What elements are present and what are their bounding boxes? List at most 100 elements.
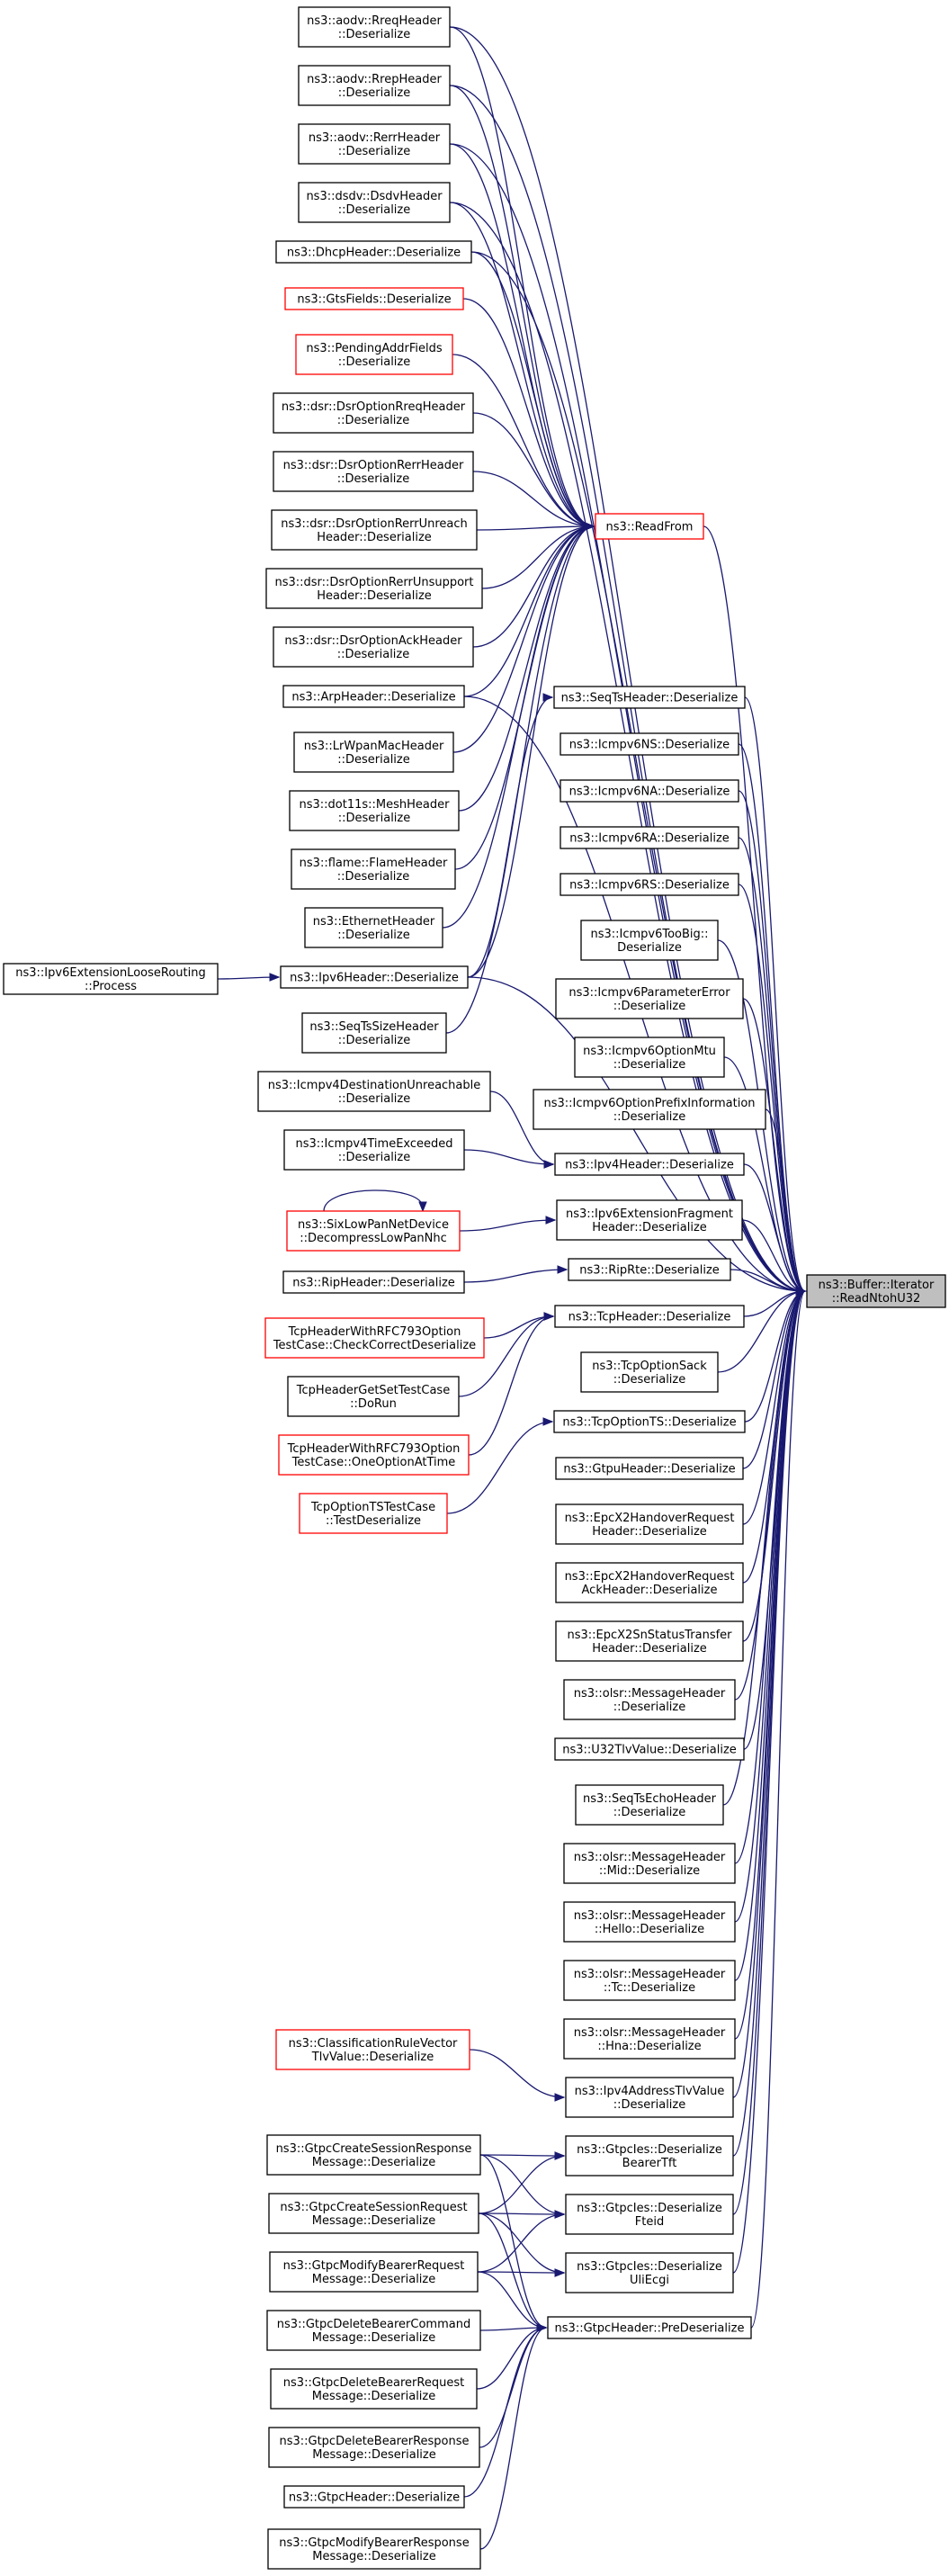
node-ns3-ipv4header-deserialize[interactable]: ns3::Ipv4Header::Deserialize [554,1153,745,1176]
node-label-line: ns3::EpcX2HandoverRequest [565,1570,735,1584]
node-ns3-pendingaddrfields-deserialize[interactable]: ns3::PendingAddrFields::Deserialize [295,334,453,375]
node-ns3-lrwpanmacheader-deserialize[interactable]: ns3::LrWpanMacHeader::Deserialize [293,732,454,773]
node-label-line: ns3::GtpcModifyBearerRequest [283,2259,465,2273]
node-ns3-dsr-dsroptionackheader-deserialize[interactable]: ns3::dsr::DsrOptionAckHeader::Deserializ… [273,626,474,668]
node-label-line: ns3::RipRte::Deserialize [579,1264,720,1278]
node-box [563,2018,736,2060]
node-ns3-epcx2snstatustransfer-header-deserialize[interactable]: ns3::EpcX2SnStatusTransferHeader::Deseri… [555,1620,744,1662]
node-ns3-dsdv-dsdvheader-deserialize[interactable]: ns3::dsdv::DsdvHeader::Deserialize [298,182,451,223]
node-ns3-olsr-messageheader-hello-deserialize[interactable]: ns3::olsr::MessageHeader::Hello::Deseria… [563,1901,736,1943]
node-ns3-icmpv6parametererror-deserialize[interactable]: ns3::Icmpv6ParameterError::Deserialize [555,978,744,1019]
node-ns3-icmpv6rs-deserialize[interactable]: ns3::Icmpv6RS::Deserialize [560,873,739,896]
node-ns3-gtpcdeletebearercommand-message-deserialize[interactable]: ns3::GtpcDeleteBearerCommandMessage::Des… [266,2310,481,2351]
node-ns3-olsr-messageheader-deserialize[interactable]: ns3::olsr::MessageHeader::Deserialize [563,1679,736,1720]
node-ns3-riprte-deserialize[interactable]: ns3::RipRte::Deserialize [568,1258,731,1281]
node-ns3-seqtssizeheader-deserialize[interactable]: ns3::SeqTsSizeHeader::Deserialize [301,1012,447,1054]
node-ns3-ipv6header-deserialize[interactable]: ns3::Ipv6Header::Deserialize [280,965,469,989]
node-label-line: TestCase::CheckCorrectDeserialize [273,1339,476,1352]
node-ns3-icmpv6optionprefixinformation-deserialize[interactable]: ns3::Icmpv6OptionPrefixInformation::Dese… [533,1089,766,1130]
edge-n14-to-m1 [452,522,595,753]
node-ns3-gtpcheader-deserialize[interactable]: ns3::GtpcHeader::Deserialize [283,2485,465,2509]
node-label-line: ns3::dsr::DsrOptionRerrUnsupport [274,576,473,589]
node-ns3-gtpccreatesessionrequest-message-deserialize[interactable]: ns3::GtpcCreateSessionRequestMessage::De… [268,2193,479,2234]
node-ns3-gtpuheader-deserialize[interactable]: ns3::GtpuHeader::Deserialize [555,1457,744,1480]
node-box [580,920,719,961]
node-ns3-classificationrulevector-tlvvalue-deserialize[interactable]: ns3::ClassificationRuleVectorTlvValue::D… [275,2029,470,2070]
node-label-line: ::Deserialize [613,1058,686,1072]
node-ns3-icmpv6ns-deserialize[interactable]: ns3::Icmpv6NS::Deserialize [560,732,739,756]
node-box [563,1843,736,1884]
node-ns3-icmpv6na-deserialize[interactable]: ns3::Icmpv6NA::Deserialize [560,779,739,803]
node-ns3-ipv6extensionlooserouting-process[interactable]: ns3::Ipv6ExtensionLooseRouting::Process [3,963,219,995]
node-tcpheadergetsettestcase-dorun[interactable]: TcpHeaderGetSetTestCase::DoRun [287,1376,460,1417]
node-ns3-seqtsechoheader-deserialize[interactable]: ns3::SeqTsEchoHeader::Deserialize [575,1784,724,1826]
node-ns3-icmpv6toobig-deserialize[interactable]: ns3::Icmpv6TooBig::Deserialize [580,920,719,961]
node-ns3-dhcpheader-deserialize[interactable]: ns3::DhcpHeader::Deserialize [275,240,472,264]
edge-n23-to-n23 [323,1189,427,1213]
node-ns3-epcx2handoverrequest-header-deserialize[interactable]: ns3::EpcX2HandoverRequestHeader::Deseria… [555,1503,744,1545]
node-box [304,907,443,948]
node-label-line: ns3::GtpcIes::Deserialize [577,2260,722,2274]
node-ns3-flame-flameheader-deserialize[interactable]: ns3::flame::FlameHeader::Deserialize [291,848,456,890]
node-ns3-dsr-dsroptionrerrunsupport-header-deserialize[interactable]: ns3::dsr::DsrOptionRerrUnsupportHeader::… [265,568,483,609]
node-label-line: ::TestDeserialize [326,1514,421,1528]
node-ns3-ipv4addresstlvvalue-deserialize[interactable]: ns3::Ipv4AddressTlvValue::Deserialize [565,2077,734,2118]
node-ns3-sixlowpannetdevice-decompresslowpannhc[interactable]: ns3::SixLowPanNetDevice::DecompressLowPa… [286,1210,461,1252]
node-tcpoptiontstestcase-testdeserialize[interactable]: TcpOptionTSTestCase::TestDeserialize [299,1493,448,1534]
node-ns3-olsr-messageheader-tc-deserialize[interactable]: ns3::olsr::MessageHeader::Tc::Deserializ… [563,1960,736,2001]
node-ns3-dot11s-meshheader-deserialize[interactable]: ns3::dot11s::MeshHeader::Deserialize [289,790,460,831]
node-label-line: ns3::EpcX2HandoverRequest [565,1512,735,1525]
node-ns3-gtpcmodifybearerrequest-message-deserialize[interactable]: ns3::GtpcModifyBearerRequestMessage::Des… [269,2251,479,2293]
node-label-line: ::Deserialize [338,28,411,41]
node-ns3-ethernetheader-deserialize[interactable]: ns3::EthernetHeader::Deserialize [304,907,443,948]
node-ns3-icmpv4timeexceeded-deserialize[interactable]: ns3::Icmpv4TimeExceeded::Deserialize [283,1129,465,1171]
node-box [269,2251,479,2293]
node-ns3-gtpccreatesessionresponse-message-deserialize[interactable]: ns3::GtpcCreateSessionResponseMessage::D… [266,2134,481,2176]
node-ns3-ipv6extensionfragment-header-deserialize[interactable]: ns3::Ipv6ExtensionFragmentHeader::Deseri… [556,1199,743,1241]
node-ns3-icmpv6optionmtu-deserialize[interactable]: ns3::Icmpv6OptionMtu::Deserialize [574,1037,725,1078]
node-box [554,1305,745,1328]
node-label-line: ::Deserialize [613,1373,686,1387]
node-box [270,2368,478,2410]
node-ns3-epcx2handoverrequest-ackheader-deserialize[interactable]: ns3::EpcX2HandoverRequestAckHeader::Dese… [555,1562,744,1603]
node-ns3-aodv-rrepheader-deserialize[interactable]: ns3::aodv::RrepHeader::Deserialize [298,65,451,106]
node-tcpheaderwithrfc793option-testcase-oneoptionattime[interactable]: TcpHeaderWithRFC793OptionTestCase::OneOp… [278,1434,470,1476]
node-box [267,2528,481,2570]
node-box [565,2252,734,2293]
node-ns3-aodv-rerrheader-deserialize[interactable]: ns3::aodv::RerrHeader::Deserialize [298,123,451,165]
node-ns3-olsr-messageheader-hna-deserialize[interactable]: ns3::olsr::MessageHeader::Hna::Deseriali… [563,2018,736,2060]
node-ns3-dsr-dsroptionrreqheader-deserialize[interactable]: ns3::dsr::DsrOptionRreqHeader::Deseriali… [273,392,474,434]
node-tcpheaderwithrfc793option-testcase-checkcorrectdeserialize[interactable]: TcpHeaderWithRFC793OptionTestCase::Check… [264,1317,485,1359]
node-label-line: ::Hna::Deserialize [597,2040,701,2053]
node-ns3-ripheader-deserialize[interactable]: ns3::RipHeader::Deserialize [282,1270,465,1294]
edge-n25-to-m14 [483,1312,555,1339]
node-ns3-icmpv4destinationunreachable-deserialize[interactable]: ns3::Icmpv4DestinationUnreachable::Deser… [257,1071,491,1112]
node-ns3-arpheader-deserialize[interactable]: ns3::ArpHeader::Deserialize [282,685,465,708]
node-ns3-gtpcheader-predeserialize[interactable]: ns3::GtpcHeader::PreDeserialize [547,2316,752,2339]
node-ns3-dsr-dsroptionrerrunreach-header-deserialize[interactable]: ns3::dsr::DsrOptionRerrUnreachHeader::De… [271,509,478,551]
node-ns3-gtpcdeletebearerrequest-message-deserialize[interactable]: ns3::GtpcDeleteBearerRequestMessage::Des… [270,2368,478,2410]
node-ns3-olsr-messageheader-mid-deserialize[interactable]: ns3::olsr::MessageHeader::Mid::Deseriali… [563,1843,736,1884]
node-ns3-tcpheader-deserialize[interactable]: ns3::TcpHeader::Deserialize [554,1305,745,1328]
node-ns3-tcpoptionsack-deserialize[interactable]: ns3::TcpOptionSack::Deserialize [580,1351,719,1393]
node-label-line: Header::Deserialize [592,1642,707,1656]
node-box [563,1679,736,1720]
node-box [289,790,460,831]
node-ns3-tcpoptionts-deserialize[interactable]: ns3::TcpOptionTS::Deserialize [553,1410,746,1433]
node-label-line: TcpHeaderWithRFC793Option [288,1325,461,1339]
node-ns3-gtpcdeletebearerresponse-message-deserialize[interactable]: ns3::GtpcDeleteBearerResponseMessage::De… [268,2427,480,2468]
node-ns3-seqtsheader-deserialize[interactable]: ns3::SeqTsHeader::Deserialize [553,686,746,709]
node-box [560,826,739,849]
node-ns3-aodv-rreqheader-deserialize[interactable]: ns3::aodv::RreqHeader::Deserialize [298,6,451,48]
node-ns3-readfrom[interactable]: ns3::ReadFrom [595,513,704,540]
node-label-line: ::Deserialize [338,812,411,825]
node-ns3-dsr-dsroptionrerrheader-deserialize[interactable]: ns3::dsr::DsrOptionRerrHeader::Deseriali… [273,451,474,492]
node-ns3-icmpv6ra-deserialize[interactable]: ns3::Icmpv6RA::Deserialize [560,826,739,849]
node-ns3-gtpcmodifybearerresponse-message-deserialize[interactable]: ns3::GtpcModifyBearerResponseMessage::De… [267,2528,481,2570]
node-ns3-u32tlvvalue-deserialize[interactable]: ns3::U32TlvValue::Deserialize [554,1737,745,1761]
node-box [565,2077,734,2118]
node-ns3-gtsfields-deserialize[interactable]: ns3::GtsFields::Deserialize [284,287,464,310]
